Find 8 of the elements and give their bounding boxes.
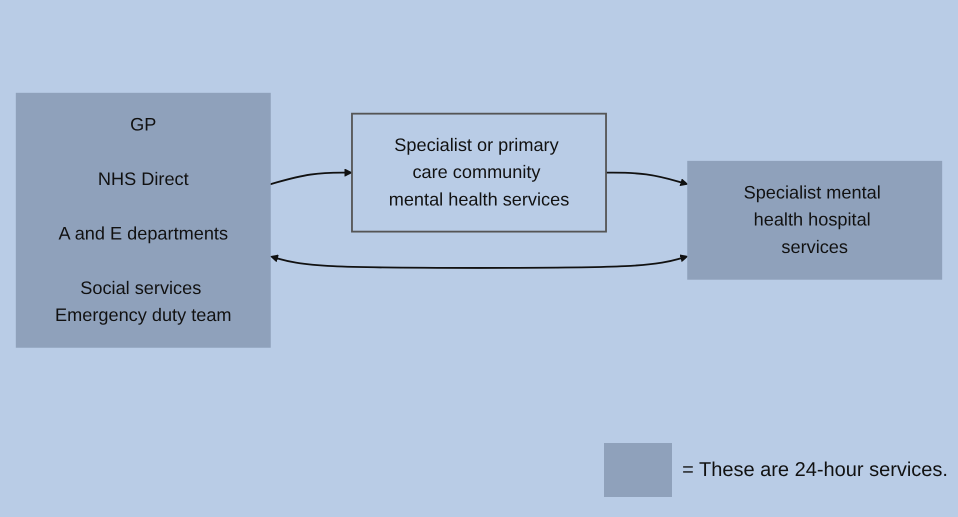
- legend-text: = These are 24-hour services.: [682, 458, 948, 482]
- node-box: [687, 160, 942, 280]
- arrow: [270, 254, 688, 269]
- arrow: [606, 171, 688, 186]
- node-box: [16, 92, 271, 348]
- node-box: [351, 112, 607, 232]
- flowchart-diagram: GP NHS Direct A and E departments Social services Emergency duty team Specialist or primary care community mental health services Specialist mental health hospital services: [9, 86, 949, 354]
- arrow: [270, 168, 352, 185]
